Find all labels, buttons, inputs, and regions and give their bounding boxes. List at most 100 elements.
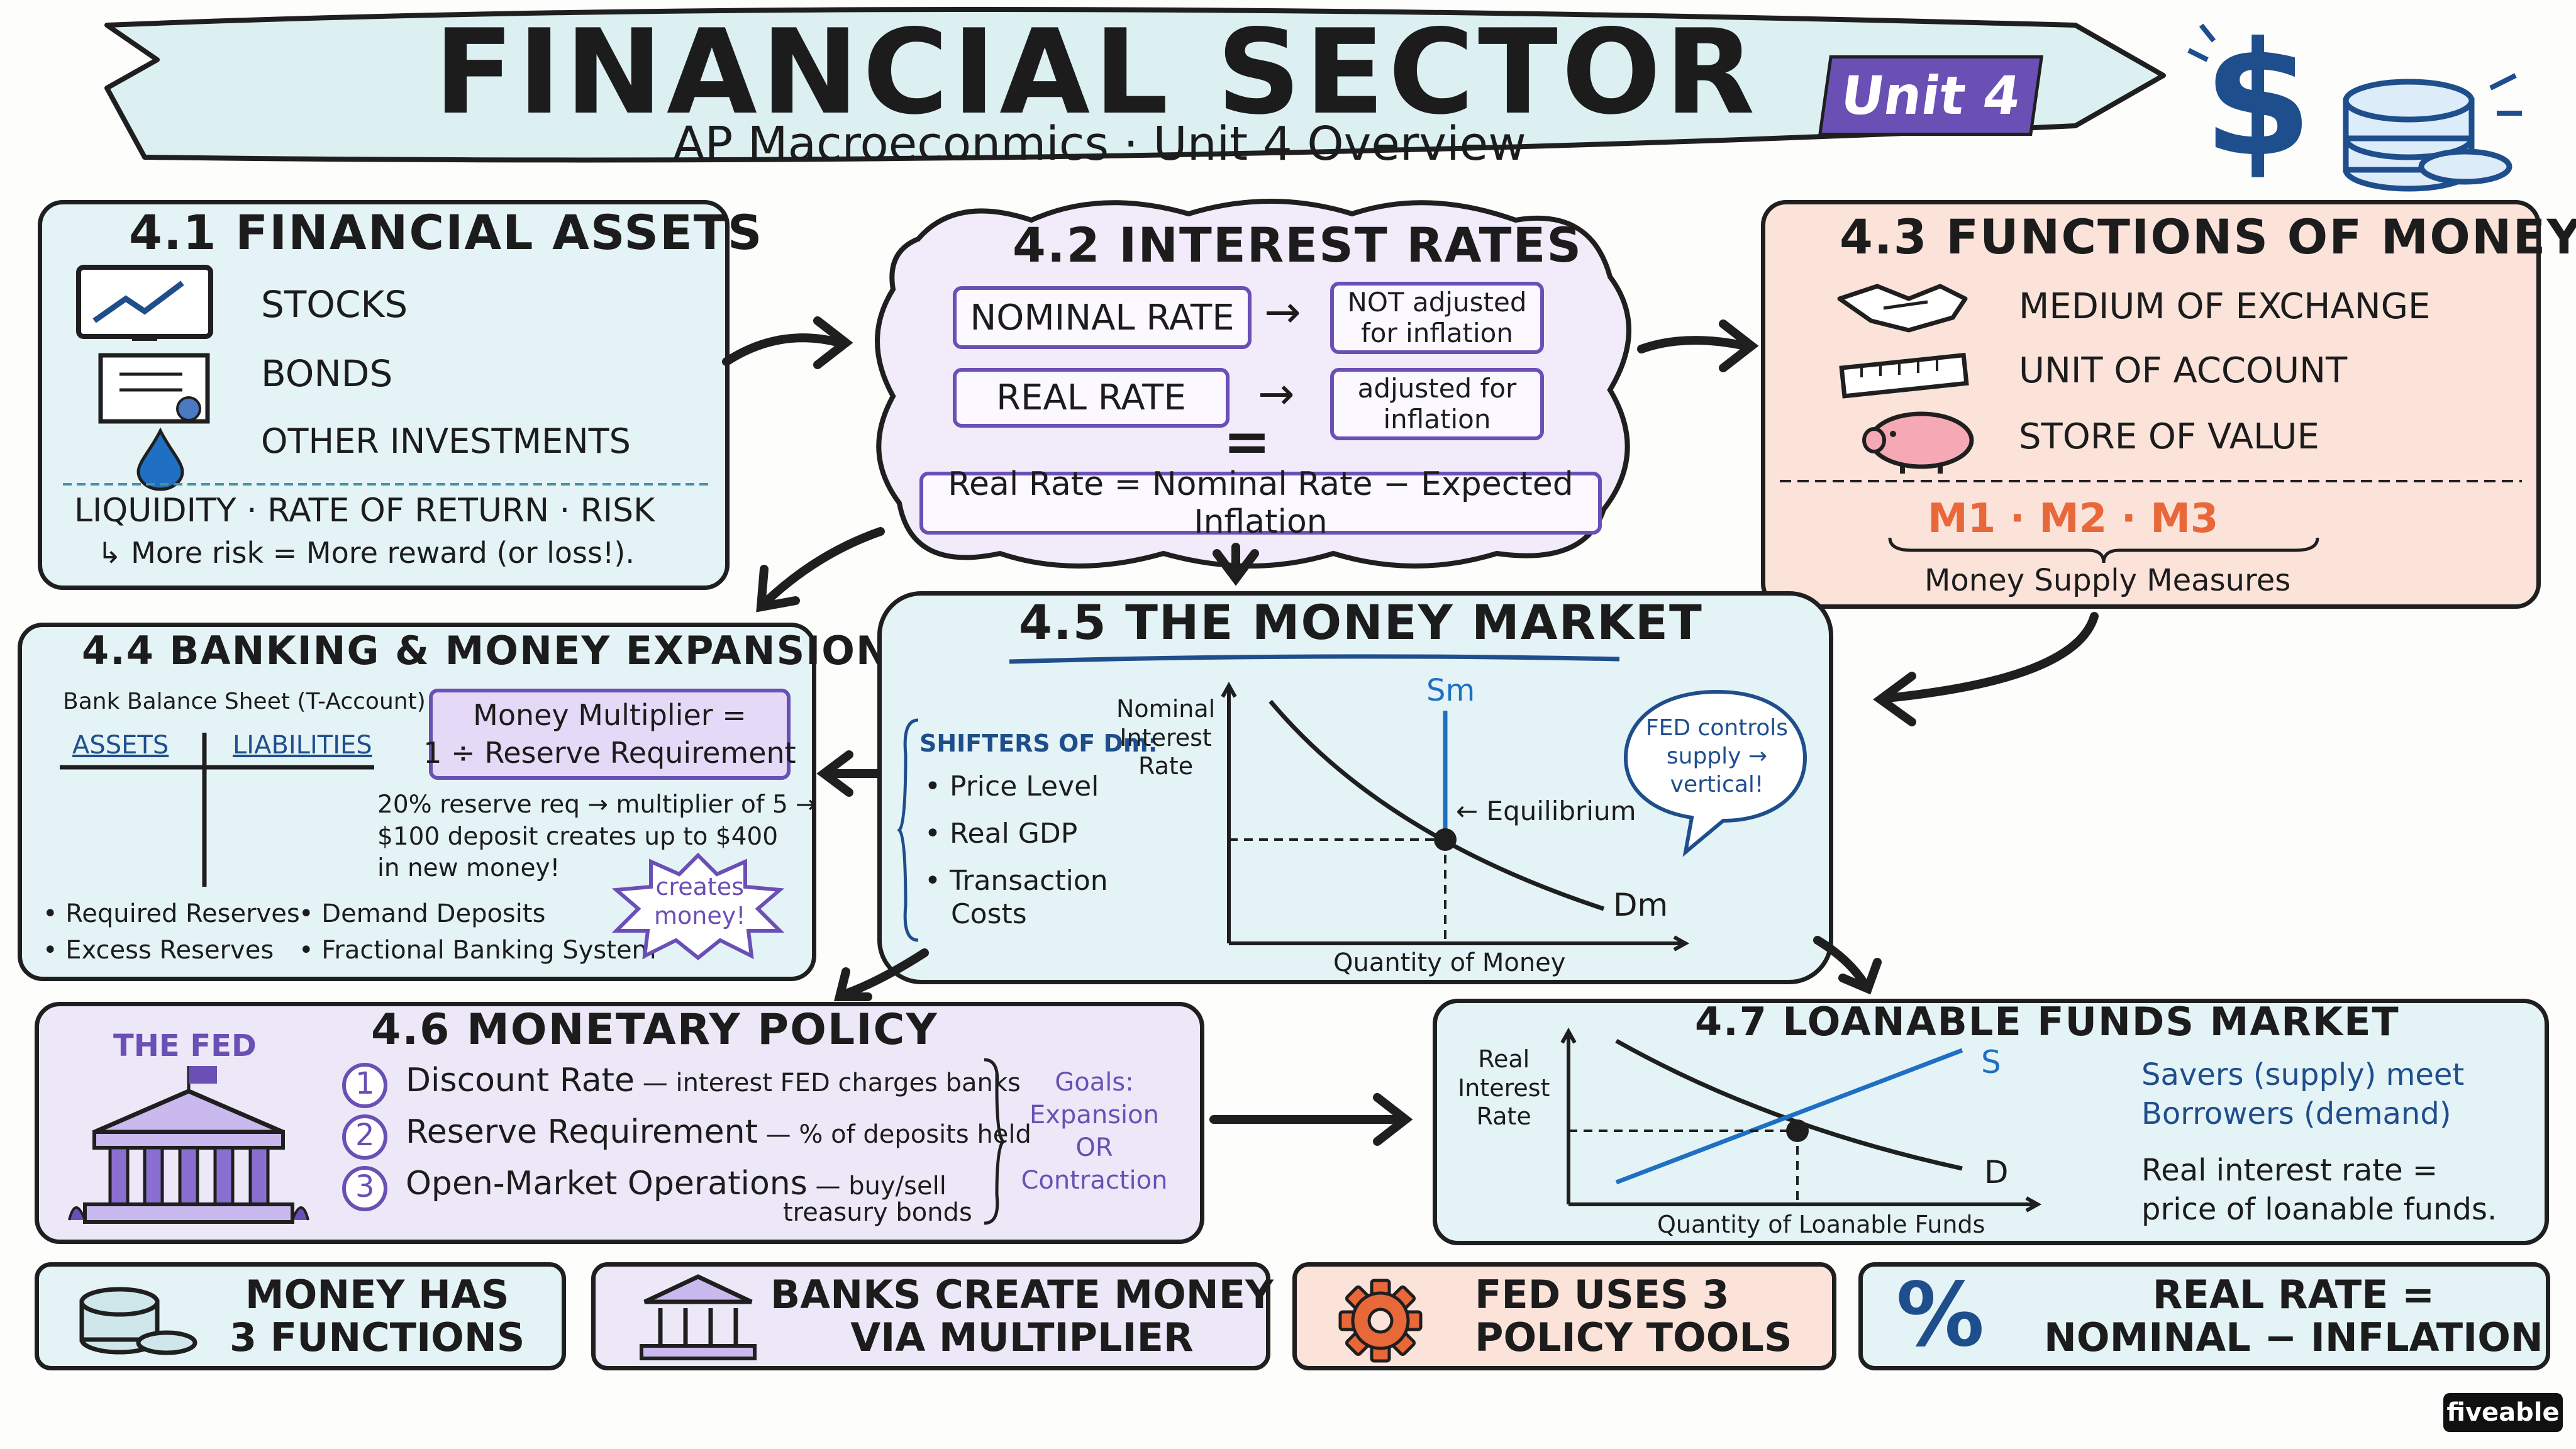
- reserves-required: • Required Reserves: [43, 899, 300, 928]
- summary-fed-tools: FED USES 3 POLICY TOOLS: [1475, 1272, 1792, 1361]
- equilibrium-point: [1434, 828, 1457, 851]
- creates-money-burst: creates money!: [654, 873, 746, 930]
- money-market-x-axis-label: Quantity of Money: [1333, 948, 1566, 977]
- supply-label-s: S: [1981, 1044, 2001, 1080]
- tool-number-1: [342, 1063, 387, 1108]
- summary-real-rate: REAL RATE = NOMINAL − INFLATION: [2044, 1272, 2543, 1361]
- arrow: →: [1264, 286, 1301, 338]
- dollar-icon: $: [2187, 8, 2312, 191]
- savers-borrowers: Savers (supply) meet Borrowers (demand): [2141, 1057, 2465, 1132]
- real-rate-box: REAL RATE: [953, 368, 1230, 428]
- multiplier-example: 20% reserve req → multiplier of 5 → $100…: [377, 791, 816, 883]
- demand-label-dm: Dm: [1613, 887, 1668, 923]
- tool-discount-rate: Discount Rate — interest FED charges ban…: [406, 1062, 1021, 1099]
- summary-tile-real-rate: [1858, 1262, 2550, 1370]
- supply-curve-s: [1615, 1048, 1963, 1185]
- t-account-assets: ASSETS: [72, 731, 169, 760]
- brace: [984, 1058, 1006, 1225]
- function-store-of-value: STORE OF VALUE: [2019, 416, 2319, 457]
- tool-3-continuation: treasury bonds: [783, 1198, 972, 1227]
- tool-1-desc: — interest FED charges banks: [635, 1069, 1021, 1097]
- section-title-4-6: 4.6 MONETARY POLICY: [371, 1005, 938, 1055]
- header-banner: [104, 7, 2166, 163]
- t-account-liabilities: LIABILITIES: [233, 731, 372, 760]
- section-title-4-1: 4.1 FINANCIAL ASSETS: [129, 204, 763, 260]
- section-title-4-5: 4.5 THE MONEY MARKET: [1019, 594, 1703, 650]
- fed-label: THE FED: [113, 1028, 257, 1063]
- policy-goals: Goals: Expansion OR Contraction: [1021, 1068, 1168, 1195]
- supply-label-sm: Sm: [1426, 673, 1475, 708]
- money-market-y-axis-label: Nominal Interest Rate: [1116, 695, 1216, 780]
- speech-bubble: [1623, 689, 1807, 857]
- reserves-excess: • Excess Reserves: [43, 936, 274, 965]
- equilibrium-point: [1786, 1119, 1809, 1142]
- svg-text:$: $: [2203, 8, 2312, 191]
- bond-certificate-icon: [98, 353, 210, 424]
- risk-note: ↳ More risk = More reward (or loss!).: [97, 536, 635, 570]
- tool-open-market-operations: Open-Market Operations — buy/sell: [406, 1165, 947, 1202]
- real-rate-formula: Real Rate = Nominal Rate − Expected Infl…: [919, 465, 1602, 541]
- section-title-4-3: 4.3 FUNCTIONS OF MONEY: [1840, 209, 2576, 265]
- brace: [1888, 537, 2319, 564]
- tool-3-number: 3: [355, 1169, 375, 1204]
- money-market-chart: [1221, 681, 1690, 952]
- interest-rate-note: Real interest rate = price of loanable f…: [2141, 1153, 2497, 1228]
- asset-other: OTHER INVESTMENTS: [261, 421, 631, 461]
- piggy-bank-icon: [1862, 411, 1974, 474]
- brace: [897, 718, 919, 942]
- asset-bonds: BONDS: [261, 352, 393, 395]
- section-title-4-7: 4.7 LOANABLE FUNDS MARKET: [1695, 999, 2400, 1045]
- demand-label-d: D: [1984, 1154, 2009, 1191]
- stock-chart-icon: [76, 265, 213, 341]
- loanable-y-axis-label: Real Interest Rate: [1458, 1045, 1550, 1131]
- fed-building-icon: [68, 1066, 309, 1224]
- loanable-funds-chart: [1560, 1027, 2042, 1213]
- water-drop-icon: [136, 427, 184, 491]
- tool-1-name: Discount Rate: [406, 1062, 635, 1099]
- title-underline: [1009, 654, 1620, 664]
- section-title-4-4: 4.4 BANKING & MONEY EXPANSION: [82, 628, 890, 674]
- shifter-price-level: • Price Level: [924, 770, 1099, 802]
- money-multiplier-box: Money Multiplier = 1 ÷ Reserve Requireme…: [423, 689, 796, 780]
- demand-deposits: • Demand Deposits: [299, 899, 546, 928]
- balance-sheet-label: Bank Balance Sheet (T-Account): [63, 689, 426, 714]
- nominal-note-box: NOT adjusted for inflation: [1330, 282, 1544, 354]
- divider: [63, 483, 711, 486]
- shifter-real-gdp: • Real GDP: [924, 818, 1078, 850]
- function-unit-of-account: UNIT OF ACCOUNT: [2019, 350, 2348, 391]
- percent-icon: %: [1896, 1264, 1985, 1367]
- asset-stocks: STOCKS: [261, 283, 408, 326]
- section-title-4-2: 4.2 INTEREST RATES: [1013, 217, 1583, 273]
- page-subtitle: AP Macroeconmics · Unit 4 Overview: [673, 117, 1526, 171]
- demand-curve-d: [1615, 1038, 1963, 1171]
- tool-reserve-requirement: Reserve Requirement — % of deposits held: [406, 1113, 1031, 1151]
- bank-icon: [640, 1274, 757, 1360]
- arrow: →: [1258, 368, 1295, 419]
- loanable-x-axis-label: Quantity of Loanable Funds: [1657, 1211, 1985, 1238]
- equals-sign: =: [1223, 409, 1271, 475]
- page-title: FINANCIAL SECTOR: [434, 4, 1759, 140]
- equilibrium-label: ← Equilibrium: [1456, 796, 1636, 826]
- asset-criteria: LIQUIDITY · RATE OF RETURN · RISK: [74, 492, 655, 530]
- summary-bank-multiplier: BANKS CREATE MONEY VIA MULTIPLIER: [770, 1272, 1274, 1361]
- tool-3-desc: — buy/sell: [807, 1172, 947, 1201]
- tool-3-name: Open-Market Operations: [406, 1165, 808, 1202]
- summary-money-functions: MONEY HAS 3 FUNCTIONS: [230, 1272, 525, 1361]
- shifters-title: SHIFTERS OF Dm:: [919, 730, 1158, 757]
- function-medium-of-exchange: MEDIUM OF EXCHANGE: [2019, 286, 2431, 327]
- money-demand-curve: [1269, 699, 1605, 911]
- t-account: [60, 733, 374, 887]
- shifter-transaction-costs: • Transaction Costs: [924, 865, 1108, 930]
- gear-icon: [1338, 1279, 1423, 1363]
- nominal-rate-box: NOMINAL RATE: [953, 286, 1252, 349]
- tool-1-number: 1: [355, 1066, 375, 1101]
- tool-2-number: 2: [355, 1118, 375, 1153]
- money-measures-label: Money Supply Measures: [1924, 563, 2291, 598]
- real-note-box: adjusted for inflation: [1330, 368, 1544, 440]
- handshake-icon: [1837, 284, 1968, 333]
- tool-2-name: Reserve Requirement: [406, 1113, 758, 1151]
- money-measures: M1 · M2 · M3: [1928, 496, 2219, 542]
- fractional-banking: • Fractional Banking System: [299, 936, 657, 965]
- coin-stack-icon: [2343, 73, 2522, 192]
